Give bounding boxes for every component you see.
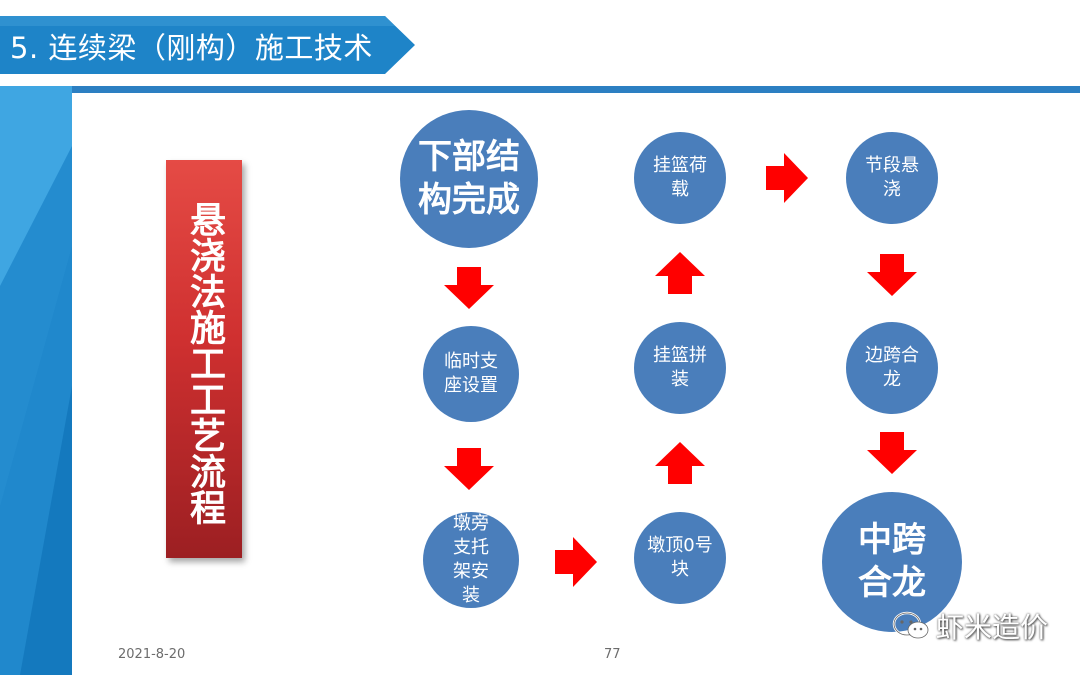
node-segment-casting: 节段悬浇 [846, 132, 938, 224]
arrow-right [555, 537, 597, 587]
arrow-up [655, 442, 705, 484]
footer-date: 2021-8-20 [118, 647, 186, 662]
header-divider [70, 86, 1080, 93]
arrow-down [444, 267, 494, 309]
arrow-up [655, 252, 705, 294]
node-pier-top-block: 墩顶0号块 [634, 512, 726, 604]
node-cradle-assembly: 挂篮拼装 [634, 322, 726, 414]
process-title: 悬浇法施工工艺流程 [184, 201, 225, 525]
node-cradle-load-test: 挂篮荷载 [634, 132, 726, 224]
node-substructure-complete: 下部结构完成 [400, 110, 538, 248]
arrow-down [867, 254, 917, 296]
node-label: 挂篮荷载 [653, 155, 707, 200]
arrow-down [867, 432, 917, 474]
node-label: 下部结构完成 [418, 137, 520, 220]
node-label: 临时支座设置 [444, 351, 498, 396]
wechat-icon [892, 611, 929, 639]
node-label: 挂篮拼装 [653, 345, 707, 390]
title-banner: 5. 连续梁（刚构）施工技术 [0, 16, 415, 74]
page-number: 77 [604, 647, 621, 662]
arrow-right [766, 153, 808, 203]
node-label: 墩旁支托架安装 [453, 513, 489, 606]
watermark-text: 虾米造价 [936, 611, 1049, 644]
node-mid-span-closure: 中跨合龙 [822, 492, 962, 632]
page-title: 5. 连续梁（刚构）施工技术 [10, 31, 373, 65]
watermark: 虾米造价 [892, 606, 1048, 646]
node-label: 墩顶0号块 [647, 535, 713, 580]
node-side-span-closure: 边跨合龙 [846, 322, 938, 414]
arrow-down [444, 448, 494, 490]
node-temporary-bearing: 临时支座设置 [423, 326, 519, 422]
left-decoration [0, 86, 72, 675]
banner-shape [0, 16, 415, 74]
process-title-box: 悬浇法施工工艺流程 [166, 160, 242, 558]
node-label: 边跨合龙 [865, 345, 919, 390]
node-label: 中跨合龙 [858, 520, 926, 603]
node-bracket-install: 墩旁支托架安装 [423, 512, 519, 608]
node-label: 节段悬浇 [865, 155, 919, 200]
